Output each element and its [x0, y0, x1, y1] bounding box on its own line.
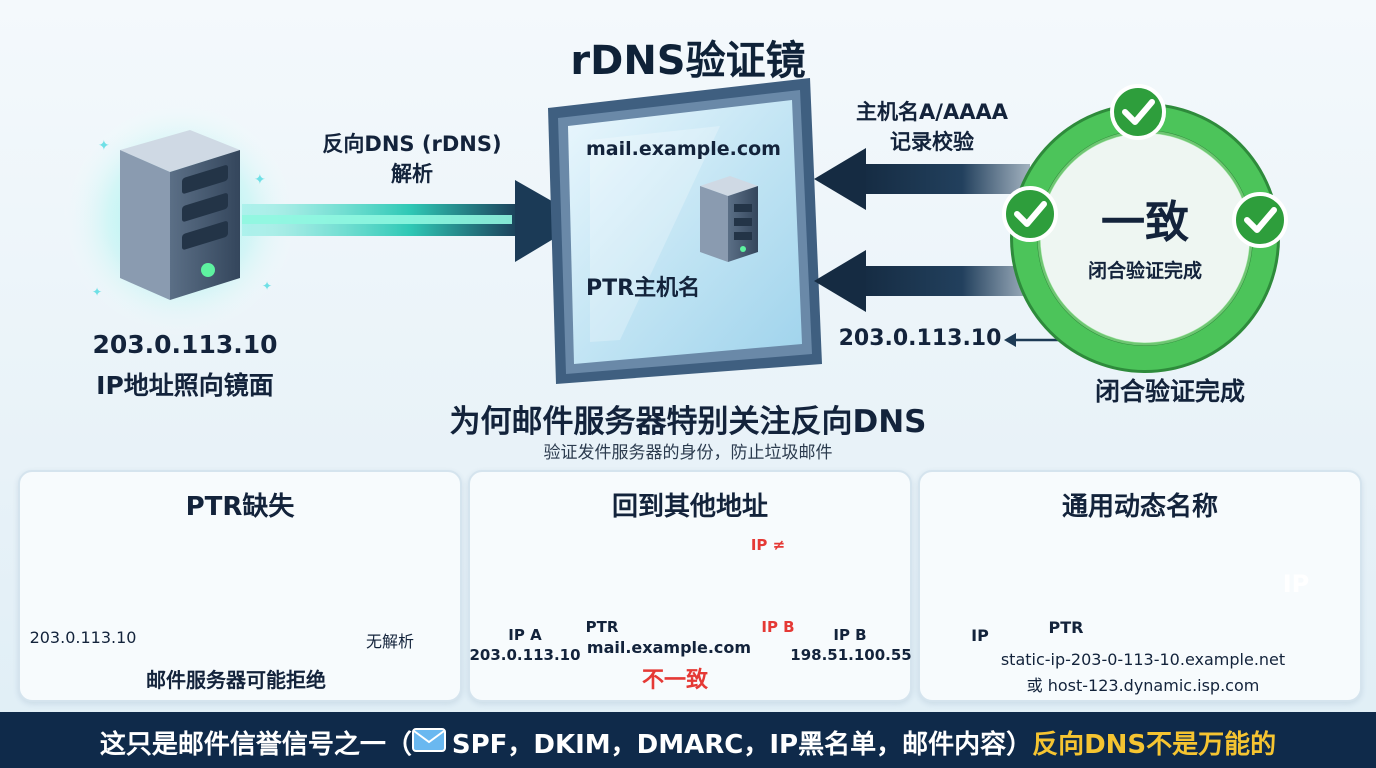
rdns-lookup-arrow [242, 180, 585, 262]
page-title: rDNS验证镜 [570, 38, 806, 84]
a-record-check-arrow [814, 148, 1030, 210]
footer-text-a: 这只是邮件信誉信号之一（ [99, 730, 412, 760]
a-record-check-line1: 主机名A/AAAA [856, 100, 1008, 124]
panel1-no-resolve: 无解析 [365, 632, 414, 651]
panel3-ptr: PTR [1048, 618, 1084, 637]
a-record-check-line2: 记录校验 [890, 130, 974, 154]
footer-text: 这只是邮件信誉信号之一（ SPF，DKIM，DMARC，IP黑名单，邮件内容）反… [0, 724, 1376, 763]
footer-highlight: 反向DNS不是万能的 [1032, 730, 1277, 760]
rdns-mirror [548, 78, 822, 384]
footer-text-b: SPF，DKIM，DMARC，IP黑名单，邮件内容） [451, 730, 1033, 760]
check-icon [1110, 84, 1166, 140]
rdns-arrow-label: 反向DNS (rDNS) 解析 [300, 128, 524, 188]
circle-complete-label: 闭合验证完成 [1087, 260, 1202, 282]
svg-text:✦: ✦ [262, 279, 272, 293]
section-subheading: 验证发件服务器的身份，防止垃圾邮件 [543, 443, 833, 463]
main-server-icon [120, 130, 240, 300]
mirror-hostname: mail.example.com [586, 138, 781, 160]
mirror-server-icon [700, 176, 758, 262]
panel2-ipb-arrow-label: IP B [761, 618, 795, 636]
panel3-name1: static-ip-203-0-113-10.example.net [1000, 650, 1286, 669]
source-caption: IP地址照向镜面 [96, 371, 274, 400]
svg-text:✦: ✦ [92, 285, 102, 299]
panel2-hostname: mail.example.com [586, 638, 752, 657]
section-heading: 为何邮件服务器特别关注反向DNS [449, 404, 927, 440]
panel2-ip-a-label: IP A [508, 626, 542, 644]
panel2-mismatch: 不一致 [641, 668, 708, 693]
panel1-warning: 邮件服务器可能拒绝 [146, 668, 326, 692]
right-caption: 闭合验证完成 [1094, 377, 1245, 406]
panel3-name2: 或 host-123.dynamic.isp.com [1026, 676, 1260, 695]
mirror-ptr-label: PTR主机名 [586, 276, 701, 301]
panel-title: PTR缺失 [185, 492, 295, 522]
panel-title: 回到其他地址 [611, 492, 768, 522]
check-icon [1002, 186, 1058, 242]
check-icon [1232, 192, 1288, 248]
panel-generic-name: 通用动态名称 [918, 470, 1362, 702]
panel3-ip: IP [971, 626, 989, 645]
rdns-arrow-label-line1: 反向DNS (rDNS) [322, 132, 502, 156]
return-ip: 203.0.113.10 [838, 326, 1002, 351]
rdns-arrow-label-line2: 解析 [391, 162, 433, 186]
panel2-ip-neq: IP ≠ [750, 536, 786, 554]
panel2-ip-b: 198.51.100.55 [790, 646, 912, 664]
panel-other-address: 回到其他地址 [468, 470, 912, 702]
panel3-ip-badge: IP [1282, 570, 1310, 598]
panel2-ip-b-label: IP B [833, 626, 867, 644]
footer-bar [0, 712, 1376, 768]
panel-ptr-missing: PTR缺失 [18, 470, 462, 702]
svg-text:✦: ✦ [254, 172, 266, 188]
circle-consistent-label: 一致 [1101, 197, 1189, 248]
mail-icon [411, 728, 446, 759]
panel2-ptr: PTR [585, 618, 619, 636]
panel1-ip: 203.0.113.10 [29, 628, 137, 647]
a-record-check-label: 主机名A/AAAA 记录校验 [832, 96, 1032, 156]
panel2-ip-a: 203.0.113.10 [469, 646, 581, 664]
panel-title: 通用动态名称 [1061, 492, 1218, 522]
source-ip: 203.0.113.10 [92, 330, 278, 359]
ptr-return-arrow [814, 250, 1030, 312]
svg-text:✦: ✦ [98, 138, 110, 154]
